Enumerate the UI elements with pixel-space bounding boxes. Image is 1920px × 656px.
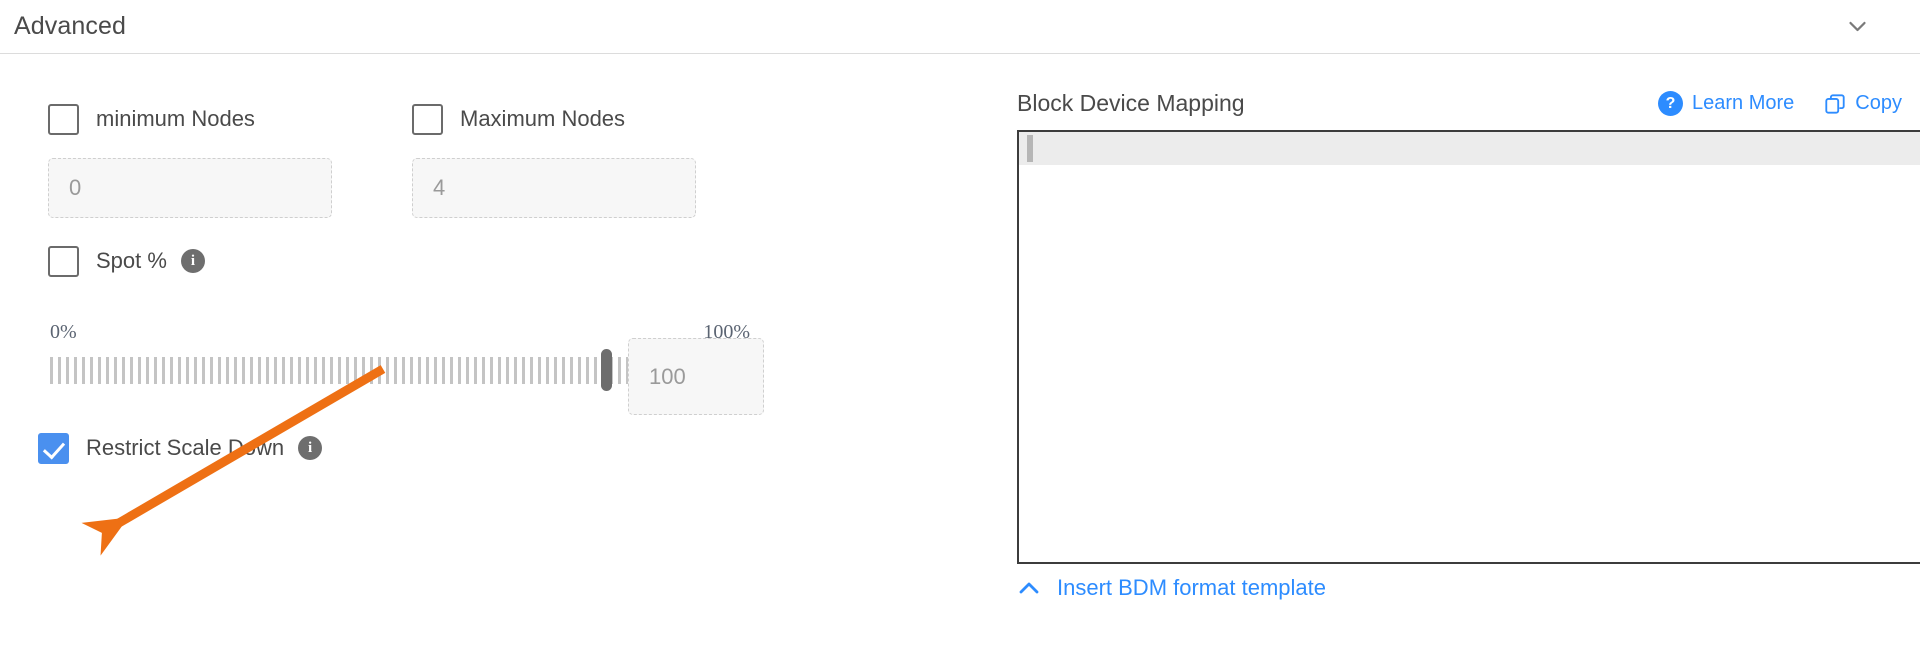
block-device-mapping-editor[interactable] [1017, 130, 1920, 564]
copy-label: Copy [1855, 92, 1902, 114]
spot-percent-info-icon[interactable]: i [180, 249, 205, 273]
question-circle-icon: ? [1658, 91, 1684, 116]
page-title: Advanced [14, 12, 126, 40]
spot-percent-input[interactable]: 100 [628, 338, 764, 415]
chevron-down-icon [1848, 21, 1866, 32]
copy-icon [1825, 93, 1845, 114]
restrict-scale-down-label: Restrict Scale Down [86, 435, 285, 460]
slider-end-labels: 0% 100% [50, 321, 750, 344]
spot-percent-label: Spot % [96, 248, 167, 273]
editor-active-line [1019, 132, 1920, 165]
learn-more-label: Learn More [1692, 92, 1795, 114]
editor-caret [1027, 135, 1033, 162]
left-column: minimum Nodes 0 Maximum Nodes 4 Spot % i [0, 55, 995, 656]
minimum-nodes-value: 0 [69, 175, 82, 200]
learn-more-link[interactable]: ? Learn More [1658, 91, 1794, 116]
chevron-up-icon [1019, 582, 1039, 594]
slider-max-label: 100% [703, 321, 750, 343]
minimum-nodes-label: minimum Nodes [96, 106, 255, 131]
slider-min-label: 0% [50, 321, 77, 343]
insert-bdm-format-template-label: Insert BDM format template [1057, 575, 1326, 600]
spot-percent-row: Spot % i [48, 245, 205, 277]
maximum-nodes-input[interactable]: 4 [412, 158, 696, 218]
restrict-scale-down-row: Restrict Scale Down i [38, 432, 323, 464]
minimum-nodes-input[interactable]: 0 [48, 158, 332, 218]
spot-percent-checkbox[interactable] [48, 245, 79, 277]
right-column: Block Device Mapping ? Learn More Copy [995, 55, 1920, 656]
section-header: Advanced [0, 0, 1920, 54]
maximum-nodes-value: 4 [433, 175, 446, 200]
block-device-mapping-title: Block Device Mapping [1017, 90, 1245, 116]
maximum-nodes-row: Maximum Nodes [412, 103, 625, 135]
maximum-nodes-checkbox[interactable] [412, 103, 443, 135]
copy-button[interactable]: Copy [1824, 92, 1902, 115]
spot-percent-value: 100 [649, 363, 686, 389]
restrict-scale-down-checkbox[interactable] [38, 432, 69, 464]
spot-percent-slider-thumb[interactable] [601, 349, 612, 391]
minimum-nodes-row: minimum Nodes [48, 103, 255, 135]
collapse-section-button[interactable] [1840, 10, 1874, 44]
insert-bdm-format-template-link[interactable]: Insert BDM format template [1017, 575, 1326, 601]
panel-body: minimum Nodes 0 Maximum Nodes 4 Spot % i [0, 55, 1920, 656]
maximum-nodes-label: Maximum Nodes [460, 106, 626, 131]
bdm-actions: ? Learn More Copy [1658, 91, 1902, 116]
restrict-scale-down-info-icon[interactable]: i [298, 436, 323, 460]
block-device-mapping-header: Block Device Mapping ? Learn More Copy [1017, 90, 1902, 117]
minimum-nodes-checkbox[interactable] [48, 103, 79, 135]
